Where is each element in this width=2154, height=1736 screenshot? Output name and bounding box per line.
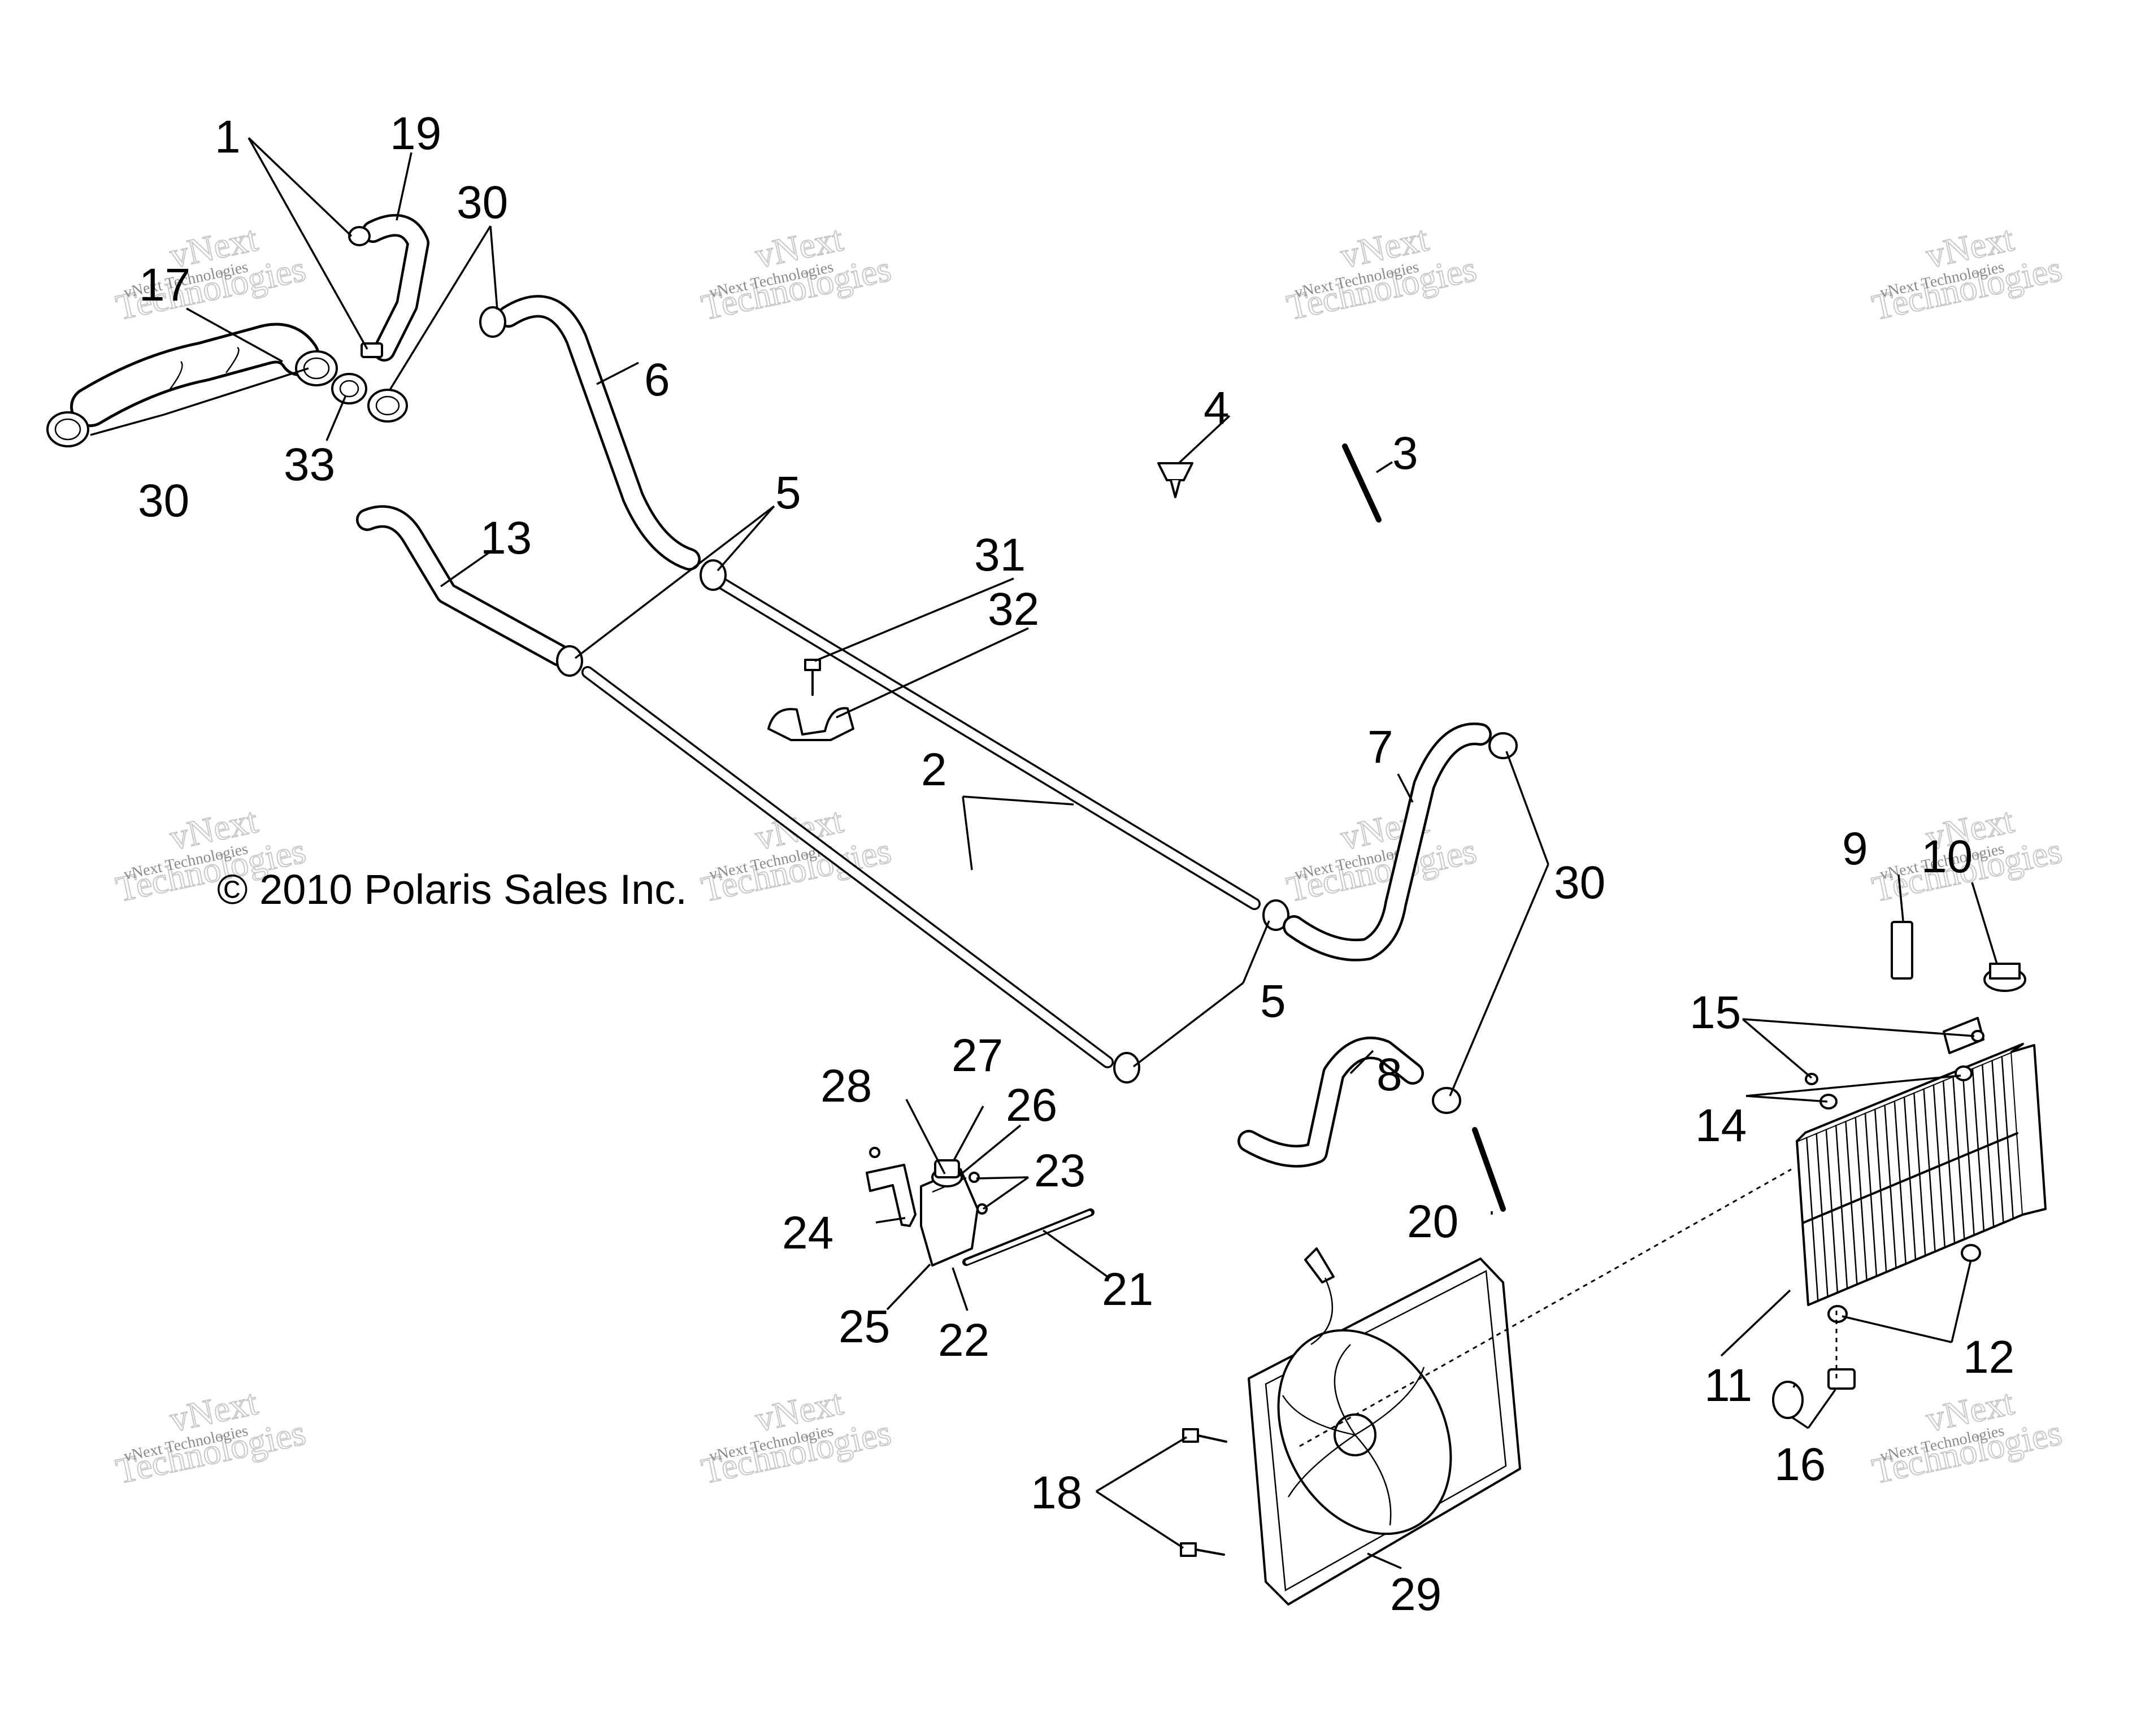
callout-12: 12 [1963,1332,2014,1383]
callout-7: 7 [1367,721,1393,773]
callout-labels: 1 2 3 4 5 5 6 7 8 9 10 11 12 13 14 15 16… [138,108,2014,1620]
callout-9: 9 [1842,823,1868,874]
cable-tie-icon [1342,443,1382,523]
callout-22: 22 [938,1315,989,1366]
bracket-icon [767,707,854,741]
hose-icon [1237,1037,1424,1168]
callout-8: 8 [1376,1049,1402,1100]
callout-32: 32 [988,584,1039,635]
callout-19: 19 [390,108,441,159]
callout-26: 26 [1006,1080,1057,1131]
callout-24: 24 [782,1207,833,1259]
fan-shroud-icon [1248,1247,1521,1606]
grommet-icon [1955,1065,1973,1081]
callout-21: 21 [1102,1264,1153,1315]
sensor-icon [1772,1381,1804,1419]
push-rivet-icon [1157,462,1193,498]
callout-3: 3 [1392,428,1418,479]
radiator-icon [1796,1017,2047,1306]
clamp-icon [1432,1087,1461,1114]
callout-30-top: 30 [457,177,508,228]
callout-15: 15 [1690,987,1741,1038]
callout-17: 17 [139,259,190,311]
hose-icon [497,295,701,571]
grommet-icon [1827,1305,1848,1323]
hose-icon [1283,723,1492,961]
callout-27: 27 [952,1030,1003,1081]
callout-25: 25 [839,1301,890,1352]
callout-5-lower: 5 [1260,976,1286,1027]
callout-29: 29 [1390,1569,1441,1620]
clamp-icon [1262,899,1289,931]
hose-icon [362,214,429,362]
clamp-icon [295,350,338,386]
copyright-notice: © 2010 Polaris Sales Inc. [217,866,687,913]
callout-30-right: 30 [1554,857,1605,908]
cable-tie-icon [1472,1127,1506,1212]
clamp-icon [46,411,89,447]
callout-18: 18 [1031,1467,1082,1519]
callout-14: 14 [1695,1100,1747,1151]
clamp-icon [556,645,583,677]
radiator-divider [1801,1132,2018,1224]
bracket-icon [1891,921,1913,980]
callout-30-left: 30 [138,475,189,527]
callout-13: 13 [480,512,532,564]
callout-20: 20 [1407,1196,1458,1247]
radiator-cap-icon [1983,963,2026,992]
callout-4: 4 [1204,382,1230,434]
callout-31: 31 [974,529,1026,581]
clamp-icon [331,373,367,404]
hose-icon [356,505,571,667]
bolt-icon [969,1172,980,1183]
grommet-icon [1961,1244,1981,1262]
alignment-line [1299,1168,1792,1447]
radiator-cap-icon [931,1159,963,1187]
callout-1: 1 [215,111,241,163]
callout-16: 16 [1774,1439,1826,1490]
callout-6: 6 [644,354,670,406]
bolt-icon [1182,1428,1227,1443]
callout-28: 28 [820,1060,872,1112]
clamp-icon [1488,732,1518,759]
sensor-icon [1827,1368,1856,1390]
bolt-icon [804,659,821,696]
callout-5-upper: 5 [775,467,801,519]
clamp-icon [1113,1052,1140,1084]
clamp-icon [348,226,371,246]
bolt-icon [976,1203,988,1215]
hose-icon [70,323,320,427]
clamp-icon [367,389,408,423]
pipe-icon [581,571,1261,1068]
callout-33: 33 [284,439,335,490]
callout-23: 23 [1034,1145,1085,1197]
callout-2: 2 [921,744,947,795]
callout-10: 10 [1921,831,1973,882]
callout-11: 11 [1704,1360,1752,1411]
bolt-icon [869,1147,880,1158]
parts-artwork [46,214,2047,1606]
clamp-icon [479,306,506,338]
bracket-icon [866,1164,917,1227]
leader-lines [90,137,1998,1569]
bolt-icon [1180,1542,1225,1557]
